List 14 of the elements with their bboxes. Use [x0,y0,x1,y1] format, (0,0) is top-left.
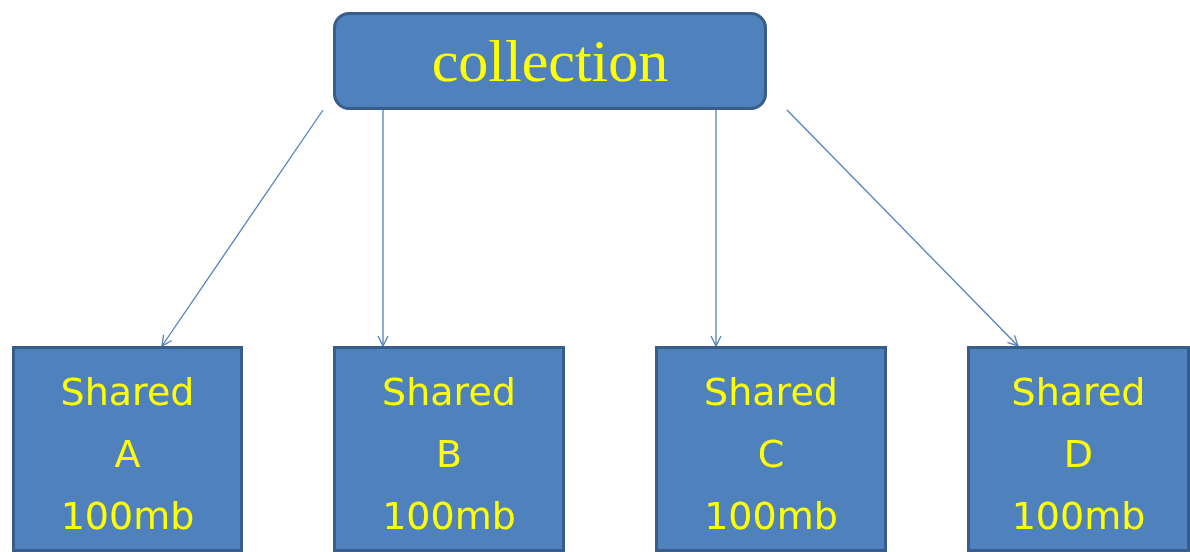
box [12,346,243,552]
rounded-box [333,12,767,110]
arrow [377,109,389,347]
box [655,346,887,552]
box [333,346,565,552]
box-label: Shared D 100mb [1010,369,1147,540]
box-label: Shared A 100mb [59,369,196,540]
arrow [710,109,722,347]
arrow [786,109,1019,347]
box-label: Shared C 100mb [703,369,839,540]
box [967,346,1190,552]
box-title: collection [431,26,669,96]
box-label: Shared B 100mb [381,369,517,540]
arrow [161,109,324,347]
